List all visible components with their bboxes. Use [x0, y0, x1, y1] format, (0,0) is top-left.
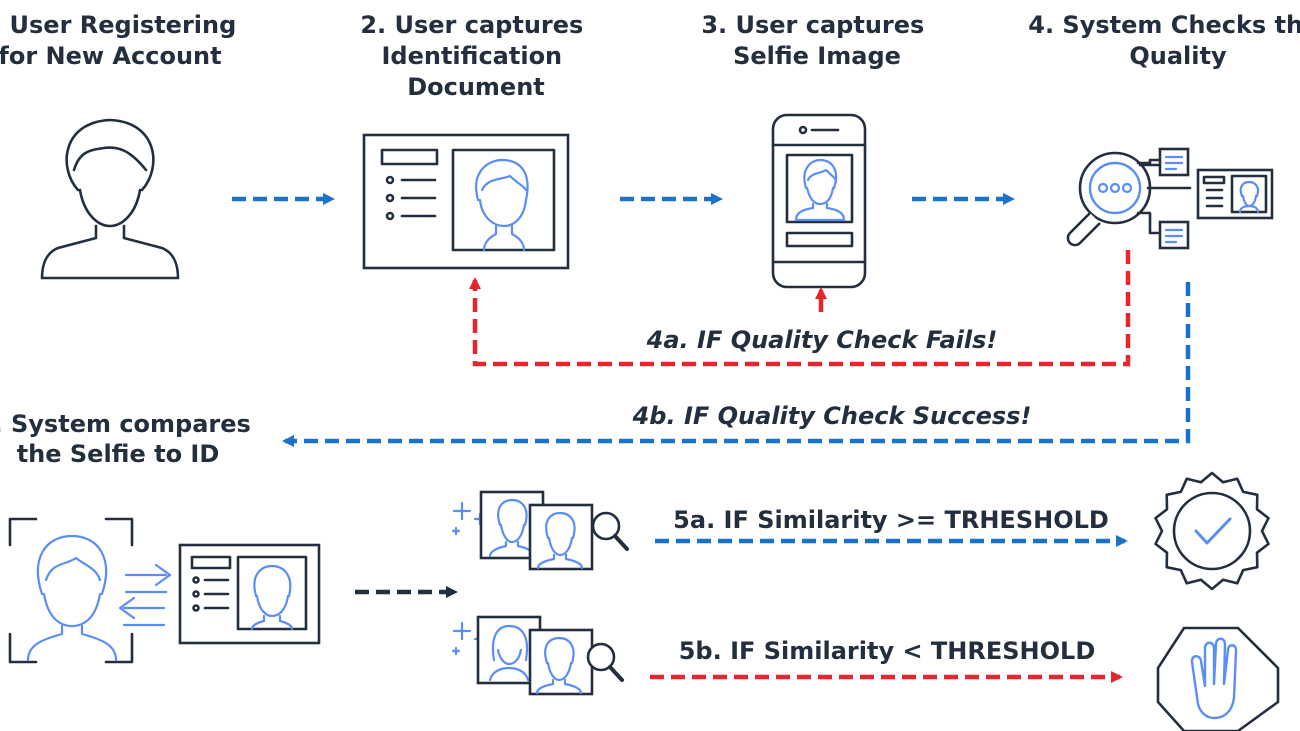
step4-title: 4. System Checks the Quality [1028, 11, 1300, 70]
step3-title: 3. User captures Selfie Image [701, 11, 932, 70]
compare-arrows-icon [118, 563, 172, 627]
different-faces-icon [451, 615, 624, 696]
approved-badge-icon [1154, 471, 1270, 591]
id-document-icon [362, 133, 570, 270]
similar-faces-icon [451, 490, 629, 571]
user-icon [40, 118, 180, 280]
id-card-icon [178, 543, 321, 645]
quality-inspect-icon [1066, 147, 1274, 250]
step5-title: 5. System compares the Selfie to ID [0, 410, 259, 468]
stop-hand-icon [1156, 626, 1280, 731]
arrow-retry-to-id-document [469, 250, 1131, 367]
face-scan-icon [8, 517, 134, 664]
step1-title: 1. User Registering for New Account [0, 11, 245, 70]
arrow-success-to-compare [282, 282, 1191, 447]
branch-5b-label: 5b. IF Similarity < THRESHOLD [679, 637, 1096, 665]
mobile-selfie-icon [771, 113, 867, 289]
branch-4a-label: 4a. IF Quality Check Fails! [646, 326, 998, 354]
branch-4b-label: 4b. IF Quality Check Success! [632, 402, 1032, 430]
step2-title: 2. User captures Identification Document [360, 11, 591, 101]
branch-5a-label: 5a. IF Similarity >= TRHESHOLD [673, 506, 1109, 534]
